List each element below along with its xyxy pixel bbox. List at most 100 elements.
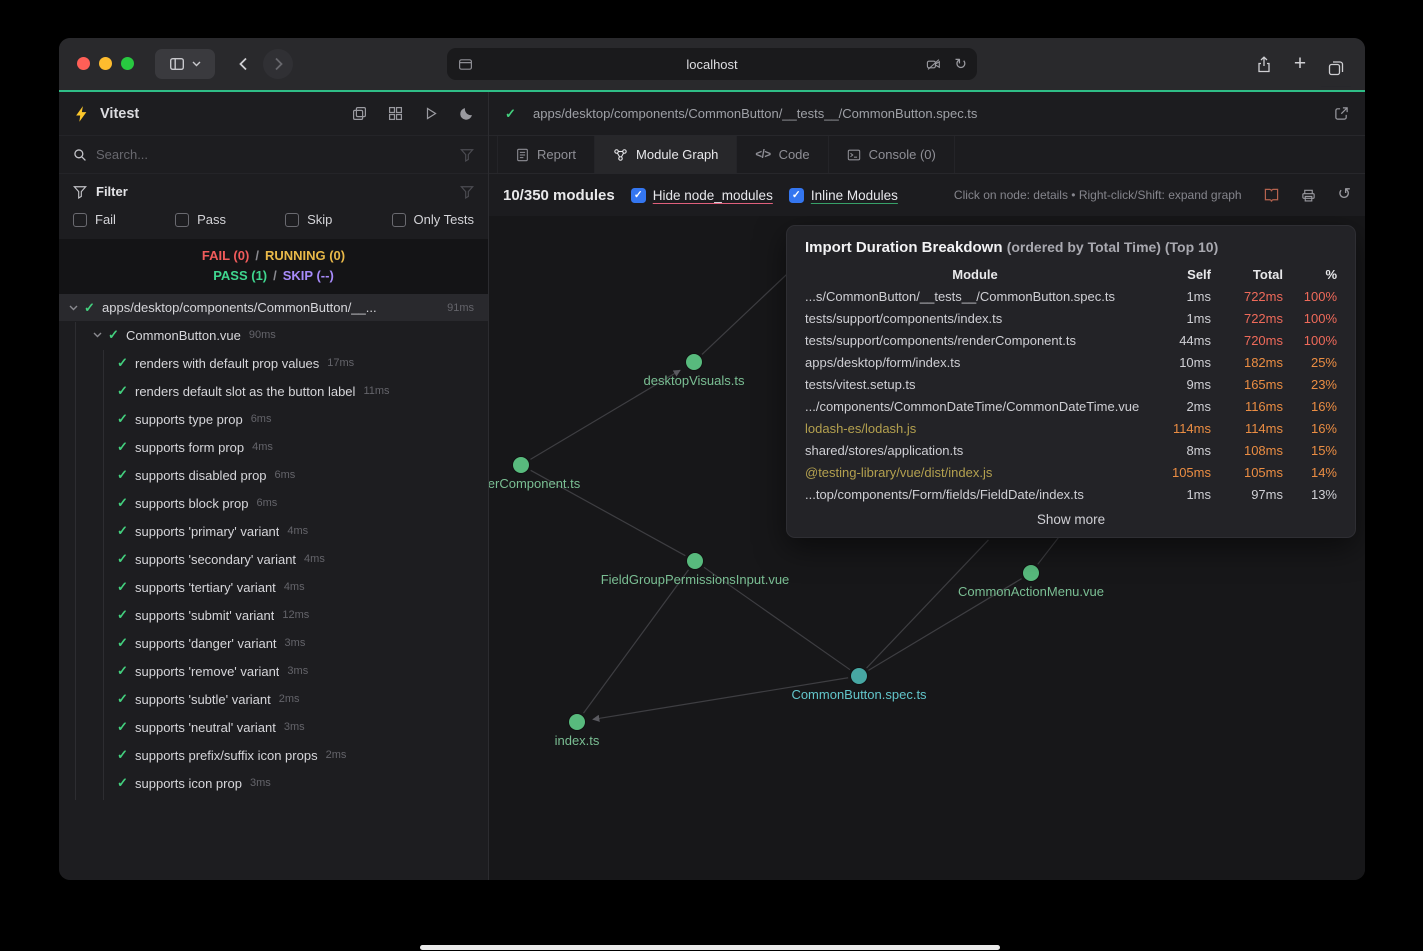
back-button[interactable] [229,49,259,79]
graph-node-dot[interactable] [851,668,867,684]
import-row[interactable]: tests/support/components/renderComponent… [805,329,1337,351]
import-row[interactable]: ...top/components/Form/fields/FieldDate/… [805,483,1337,505]
show-more-button[interactable]: Show more [1036,512,1106,527]
open-external-icon[interactable] [1334,106,1349,121]
tab-module-graph[interactable]: Module Graph [595,136,738,173]
test-name: supports 'remove' variant [135,663,280,679]
run-status-summary: FAIL (0)/RUNNING (0) PASS (1)/SKIP (--) [59,239,488,294]
checkbox-icon[interactable] [285,212,300,227]
tab-report[interactable]: Report [497,136,596,173]
graph-node-dot[interactable] [569,714,585,730]
checkbox-checked-icon[interactable]: ✓ [630,187,646,203]
filter-checkbox[interactable]: Pass [175,212,226,227]
test-row[interactable]: ✓ supports prefix/suffix icon props 2ms [59,741,488,769]
dashboard-icon[interactable] [388,106,403,121]
progress-bar [59,90,1365,92]
check-icon: ✓ [117,495,128,510]
test-row[interactable]: ✓ renders default slot as the button lab… [59,377,488,405]
graph-node-label: renderComponent.ts [489,476,581,491]
url-input[interactable] [447,56,977,72]
tab-code[interactable]: </> Code [737,136,829,173]
test-name: supports 'neutral' variant [135,719,276,735]
filter-checkbox[interactable]: Skip [285,212,332,227]
filter-checkbox-label: Only Tests [413,212,474,227]
test-row[interactable]: ✓ supports 'secondary' variant 4ms [59,545,488,573]
search-input[interactable] [96,147,451,162]
reload-icon[interactable]: ↻ [954,56,967,73]
test-row[interactable]: ✓ supports 'remove' variant 3ms [59,657,488,685]
app-title: Vitest [100,105,140,122]
new-tab-icon[interactable]: + [1293,52,1307,75]
test-row[interactable]: ✓ supports 'subtle' variant 2ms [59,685,488,713]
filter-checkbox[interactable]: Fail [73,212,116,227]
close-window-button[interactable] [77,57,90,70]
chevron-down-icon[interactable] [69,305,78,311]
print-icon[interactable] [1301,188,1316,203]
test-row[interactable]: ✓ renders with default prop values 17ms [59,349,488,377]
graph-node-dot[interactable] [1023,565,1039,581]
tab-console[interactable]: Console (0) [829,136,955,173]
import-row[interactable]: tests/support/components/index.ts 1ms 72… [805,307,1337,329]
import-row[interactable]: lodash-es/lodash.js 114ms 114ms 16% [805,417,1337,439]
filter-checkbox[interactable]: Only Tests [391,212,474,227]
import-row[interactable]: @testing-library/vue/dist/index.js 105ms… [805,461,1337,483]
test-row[interactable]: ✓ supports form prop 4ms [59,433,488,461]
zoom-window-button[interactable] [121,57,134,70]
filter-options-icon[interactable] [460,185,474,199]
filter-title: Filter [96,184,128,199]
test-row[interactable]: ✓ supports type prop 6ms [59,405,488,433]
inline-modules-label: Inline Modules [810,187,898,203]
test-row[interactable]: ✓ supports 'danger' variant 3ms [59,629,488,657]
import-module: tests/support/components/index.ts [805,310,1003,326]
checkbox-checked-icon[interactable]: ✓ [788,187,804,203]
import-percent: 23% [1310,376,1337,392]
graph-edges [530,249,1063,722]
run-all-icon[interactable] [424,106,438,121]
inline-modules-checkbox[interactable]: ✓ Inline Modules [788,187,898,203]
import-row[interactable]: .../components/CommonDateTime/CommonDate… [805,395,1337,417]
test-row[interactable]: ✓ supports 'neutral' variant 3ms [59,713,488,741]
module-graph-canvas[interactable]: Import Duration Breakdown (ordered by To… [489,216,1365,880]
import-row[interactable]: tests/vitest.setup.ts 9ms 165ms 23% [805,373,1337,395]
address-bar[interactable]: ↻ [447,48,977,80]
check-icon: ✓ [117,719,128,734]
graph-node-dot[interactable] [686,354,702,370]
test-file-row[interactable]: ✓ apps/desktop/components/CommonButton/_… [59,294,488,321]
check-icon: ✓ [108,327,119,342]
camera-blocked-icon[interactable] [926,57,941,72]
test-row[interactable]: ✓ supports 'tertiary' variant 4ms [59,573,488,601]
sidebar-toggle-button[interactable] [155,49,215,79]
test-row[interactable]: ✓ supports icon prop 3ms [59,769,488,797]
import-row[interactable]: shared/stores/application.ts 8ms 108ms 1… [805,439,1337,461]
checkbox-icon[interactable] [175,212,190,227]
dark-mode-icon[interactable] [459,106,474,121]
import-row[interactable]: ...s/CommonButton/__tests__/CommonButton… [805,285,1337,307]
check-icon: ✓ [117,747,128,762]
test-row[interactable]: ✓ supports 'primary' variant 4ms [59,517,488,545]
panel-subtitle: (ordered by Total Time) (Top 10) [1006,239,1219,255]
test-row[interactable]: ✓ supports block prop 6ms [59,489,488,517]
test-row[interactable]: ✓ supports disabled prop 6ms [59,461,488,489]
header-total: Total [1252,267,1283,282]
clear-filter-icon[interactable] [460,148,474,162]
share-icon[interactable] [1249,49,1279,79]
test-row[interactable]: ✓ supports 'submit' variant 12ms [59,601,488,629]
test-duration: 17ms [327,357,355,369]
import-row[interactable]: apps/desktop/form/index.ts 10ms 182ms 25… [805,351,1337,373]
reset-graph-icon[interactable]: ↺ [1337,186,1351,203]
view-tabs: Report Module Graph </> Code Console [489,136,1365,174]
forward-button[interactable] [263,49,293,79]
tab-overview-icon[interactable] [1321,49,1351,87]
graph-node-dot[interactable] [513,457,529,473]
test-name: supports 'subtle' variant [135,691,271,707]
checkbox-icon[interactable] [391,212,406,227]
chevron-down-icon[interactable] [93,332,102,338]
test-duration: 4ms [252,441,273,453]
hide-node-modules-checkbox[interactable]: ✓ Hide node_modules [630,187,773,203]
minimize-window-button[interactable] [99,57,112,70]
legend-icon[interactable] [1264,188,1279,203]
graph-node-dot[interactable] [687,553,703,569]
checkbox-icon[interactable] [73,212,87,227]
test-suite-row[interactable]: ✓ CommonButton.vue 90ms [59,321,488,349]
dock-windows-icon[interactable] [352,106,367,121]
